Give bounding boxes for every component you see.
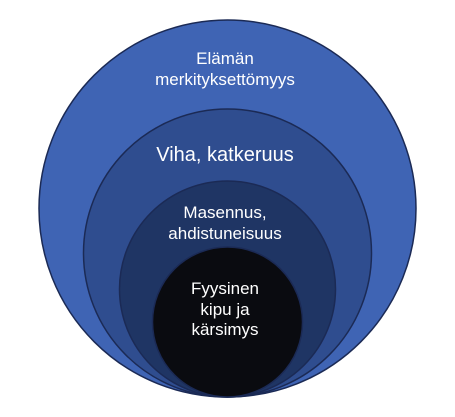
outer-circle-label: Elämän merkityksettömyys	[155, 49, 295, 89]
inner-circle-label: Fyysinen kipu ja kärsimys	[190, 279, 260, 340]
inner-circle	[151, 246, 304, 398]
third-circle-label: Masennus, ahdistuneisuus	[168, 203, 282, 243]
second-circle-label: Viha, katkeruus	[156, 144, 294, 166]
